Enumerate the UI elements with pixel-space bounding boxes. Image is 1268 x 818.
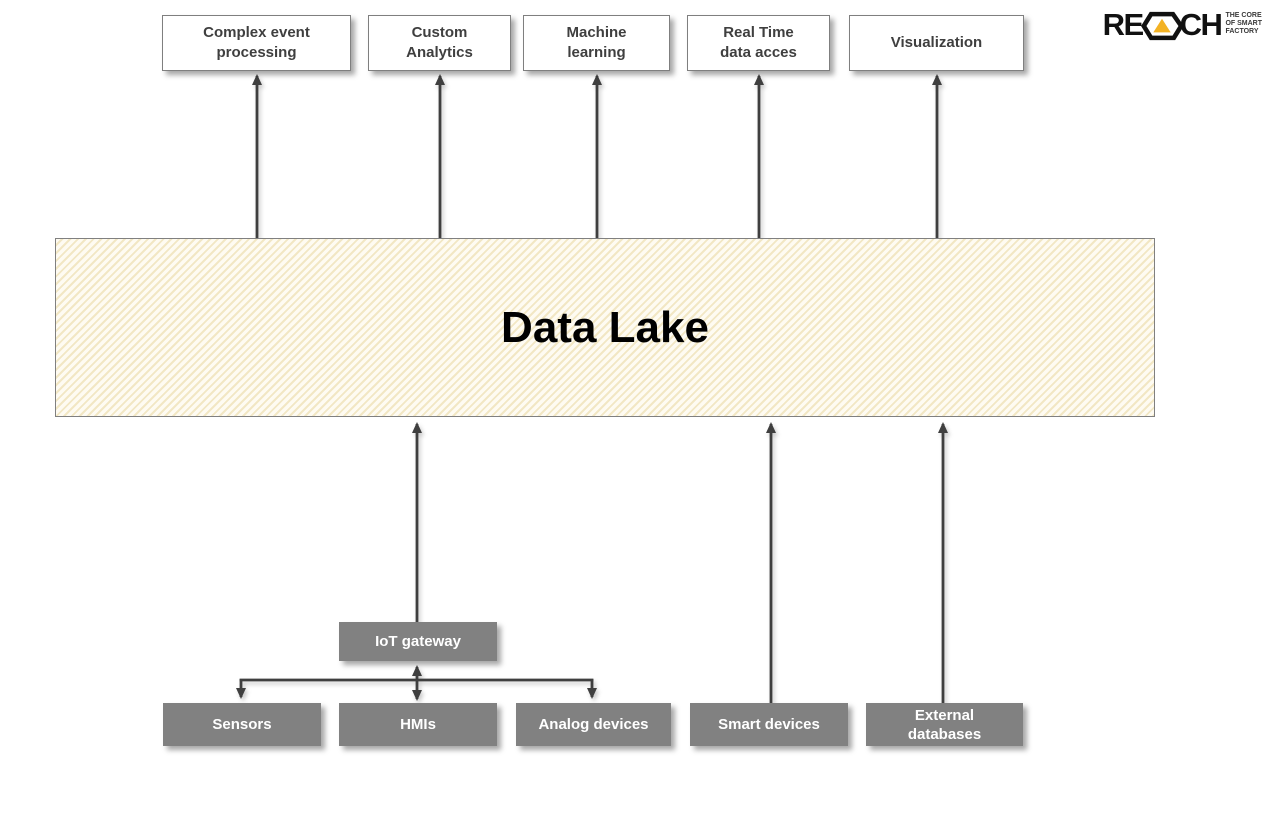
node-iot-gateway: IoT gateway: [339, 622, 497, 661]
node-visualization: Visualization: [849, 15, 1024, 71]
reach-logo: RE CH THE CORE OF SMART FACTORY: [1102, 6, 1262, 42]
logo-tagline: THE CORE OF SMART FACTORY: [1225, 11, 1262, 36]
node-external-databases: External databases: [866, 703, 1023, 746]
node-complex-event-processing: Complex event processing: [162, 15, 351, 71]
node-data-lake: Data Lake: [55, 238, 1155, 417]
node-analog-devices: Analog devices: [516, 703, 671, 746]
reach-a-glyph: [1140, 11, 1183, 41]
node-smart-devices: Smart devices: [690, 703, 848, 746]
logo-text-ch: CH: [1179, 6, 1223, 42]
node-hmis: HMIs: [339, 703, 497, 746]
node-sensors: Sensors: [163, 703, 321, 746]
node-machine-learning: Machine learning: [523, 15, 670, 71]
node-custom-analytics: Custom Analytics: [368, 15, 511, 71]
logo-text-re: RE: [1102, 6, 1145, 42]
node-real-time-data-acces: Real Time data acces: [687, 15, 830, 71]
